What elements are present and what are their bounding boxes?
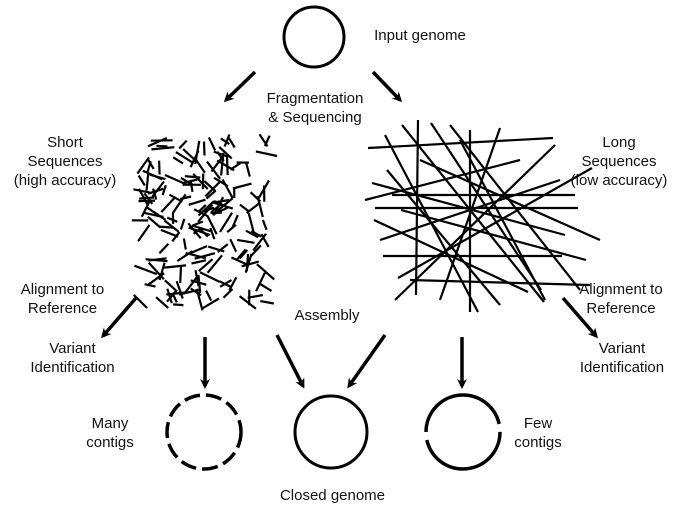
variant-right-label: Variant Identification (579, 340, 665, 376)
arrow-assembly-right (347, 333, 387, 389)
arrow-to-short-reads (223, 70, 257, 103)
short-sequences-label: Short Sequences (high accuracy) (13, 134, 117, 189)
assembly-label: Assembly (294, 307, 360, 324)
fragmentation-label: Fragmentation & Sequencing (266, 90, 364, 126)
long-sequences-label: Long Sequences (low accuracy) (570, 134, 668, 189)
arrow-left-alignment (101, 296, 138, 339)
few-contigs-circle (424, 393, 502, 471)
input-genome-circle (282, 5, 346, 69)
many-contigs-label: Many contigs (86, 415, 134, 451)
many-contigs-circle (165, 393, 243, 471)
variant-left-label: Variant Identification (30, 340, 115, 376)
closed-genome-circle (293, 394, 369, 470)
alignment-left-label: Alignment to Reference (20, 281, 105, 317)
few-contigs-label: Few contigs (514, 415, 562, 451)
input-genome-label: Input genome (374, 27, 466, 44)
closed-genome-label: Closed genome (279, 487, 386, 504)
arrow-right-alignment (561, 296, 598, 339)
arrow-to-long-reads (371, 70, 403, 103)
short-read-fragments (131, 133, 278, 311)
long-read-fragments (364, 119, 601, 313)
alignment-right-label: Alignment to Reference (579, 281, 663, 317)
arrow-assembly-left (275, 334, 305, 389)
